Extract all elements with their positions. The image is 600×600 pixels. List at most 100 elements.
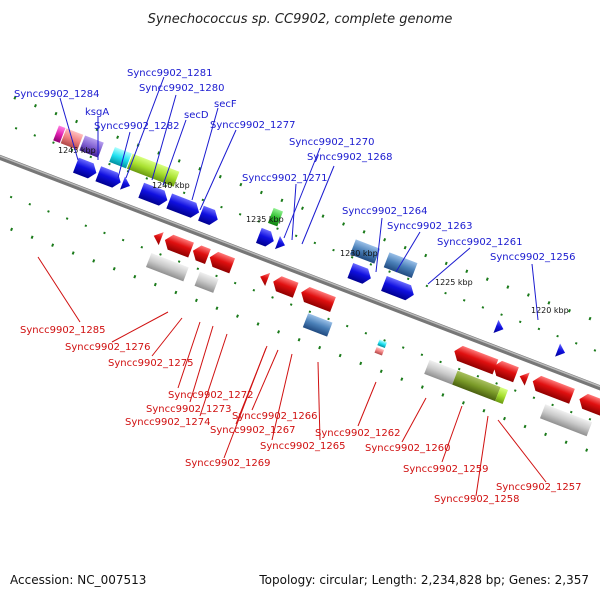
gene-reverse[interactable] (451, 344, 499, 375)
gene-label[interactable]: Syncc9902_1277 (210, 120, 296, 131)
gene-syncc9902-1265[interactable] (302, 313, 333, 337)
leader-line (177, 321, 201, 389)
gene-label[interactable]: Syncc9902_1274 (125, 417, 211, 428)
gene-label[interactable]: Syncc9902_1282 (94, 121, 180, 132)
gene-forward[interactable] (95, 166, 123, 190)
leader-line (59, 97, 79, 161)
gene-forward[interactable] (381, 275, 417, 302)
leader-line (111, 311, 169, 343)
map-title: Synechococcus sp. CC9902, complete genom… (148, 12, 453, 27)
gene-label[interactable]: Syncc9902_1273 (146, 404, 232, 415)
gene-forward[interactable] (166, 193, 202, 220)
scale-label: 1240 kbp (152, 181, 190, 190)
scale-label: 1225 kbp (435, 278, 473, 287)
gene-syncc9902-1275[interactable] (194, 271, 219, 293)
gene-reverse[interactable] (517, 370, 530, 386)
gene-syncc9902-1262-b[interactable] (374, 347, 385, 356)
gene-forward[interactable] (493, 319, 505, 336)
gene-syncc9902-1260[interactable] (424, 359, 458, 385)
gene-label[interactable]: ksgA (85, 107, 109, 118)
gene-syncc9902-1284[interactable] (53, 125, 66, 143)
gene-syncc9902-1281[interactable] (109, 146, 132, 169)
gene-syncc9902-1264[interactable] (350, 239, 381, 264)
gene-label[interactable]: Syncc9902_1260 (365, 443, 451, 454)
gene-label[interactable]: Syncc9902_1266 (232, 411, 318, 422)
gene-label[interactable]: Syncc9902_1258 (434, 494, 520, 505)
gene-syncc9902-1257[interactable] (539, 404, 593, 437)
gene-reverse[interactable] (258, 270, 271, 287)
gene-label[interactable]: Syncc9902_1284 (14, 89, 100, 100)
gene-reverse[interactable] (491, 359, 519, 383)
outer-tick-track-bottom (0, 180, 600, 470)
gene-label[interactable]: Syncc9902_1265 (260, 441, 346, 452)
gene-label[interactable]: Syncc9902_1261 (437, 237, 523, 248)
gene-reverse[interactable] (530, 374, 575, 404)
gene-label[interactable]: Syncc9902_1285 (20, 325, 106, 336)
gene-forward[interactable] (255, 227, 277, 249)
top-gene-labels: Syncc9902_1284 ksgA Syncc9902_1282 Syncc… (14, 68, 576, 263)
gene-forward[interactable] (138, 182, 170, 208)
scale-label: 1235 kbp (246, 215, 284, 224)
leader-line (223, 347, 267, 459)
gene-label[interactable]: Syncc9902_1259 (403, 464, 489, 475)
gene-secd[interactable] (126, 153, 180, 187)
gene-reverse[interactable] (151, 229, 164, 246)
gene-label[interactable]: secD (184, 110, 209, 121)
gene-syncc9902-1270[interactable] (267, 207, 284, 227)
gene-label[interactable]: Syncc9902_1256 (490, 252, 576, 263)
leader-line (271, 353, 293, 441)
gene-syncc9902-1258[interactable] (495, 387, 508, 404)
gene-reverse[interactable] (577, 392, 600, 417)
gene-forward[interactable] (555, 343, 567, 360)
inner-tick-track-top (0, 91, 600, 380)
gene-reverse[interactable] (298, 285, 336, 313)
gene-label[interactable]: Syncc9902_1281 (127, 68, 213, 79)
gene-label[interactable]: secF (214, 99, 237, 110)
gene-label[interactable]: Syncc9902_1272 (168, 390, 254, 401)
gene-label[interactable]: Syncc9902_1264 (342, 206, 428, 217)
bottom-gene-labels: Syncc9902_1285 Syncc9902_1276 Syncc9902_… (20, 325, 582, 505)
gene-label[interactable]: Syncc9902_1268 (307, 152, 393, 163)
gene-label[interactable]: Syncc9902_1269 (185, 458, 271, 469)
gene-reverse[interactable] (162, 233, 194, 258)
topology-label: Topology: circular; Length: 2,234,828 bp… (259, 573, 589, 587)
outer-tick-track-top (0, 64, 600, 355)
gene-reverse[interactable] (270, 274, 299, 298)
leader-line (191, 107, 219, 201)
gene-forward[interactable] (72, 157, 99, 181)
gene-label[interactable]: Syncc9902_1271 (242, 173, 328, 184)
gene-reverse[interactable] (207, 250, 236, 274)
gene-forward[interactable] (120, 176, 132, 193)
leader-line (395, 231, 421, 273)
leader-line (199, 333, 228, 417)
leader-line (427, 247, 471, 285)
top-leader-lines (59, 76, 539, 321)
gene-label[interactable]: Syncc9902_1270 (289, 137, 375, 148)
leader-line (375, 217, 383, 273)
gene-forward[interactable] (347, 263, 373, 286)
leader-line (151, 94, 177, 181)
gene-label[interactable]: Syncc9902_1276 (65, 342, 151, 353)
gene-label[interactable]: Syncc9902_1262 (315, 428, 401, 439)
gene-forward[interactable] (198, 205, 221, 227)
gene-label[interactable]: Syncc9902_1263 (387, 221, 473, 232)
gene-label[interactable]: Syncc9902_1275 (108, 358, 194, 369)
genome-backbone-highlight (0, 113, 600, 410)
leader-line (189, 325, 214, 403)
gene-syncc9902-1276[interactable] (145, 253, 189, 282)
leader-line (117, 131, 131, 179)
leader-line (199, 129, 237, 211)
leader-line (301, 165, 335, 245)
inner-tick-track-bottom (0, 152, 600, 442)
reverse-genes (151, 229, 600, 417)
scale-label: 1245 kbp (58, 146, 96, 155)
gene-reverse[interactable] (190, 243, 211, 265)
gene-syncc9902-1259[interactable] (452, 370, 501, 402)
gene-syncc9902-1262-a[interactable] (377, 339, 387, 349)
gene-forward[interactable] (274, 236, 287, 252)
leader-line (441, 405, 463, 463)
gene-label[interactable]: Syncc9902_1267 (210, 425, 296, 436)
gene-label[interactable]: Syncc9902_1257 (496, 482, 582, 493)
gene-label[interactable]: Syncc9902_1280 (139, 83, 225, 94)
forward-genes (72, 157, 567, 360)
